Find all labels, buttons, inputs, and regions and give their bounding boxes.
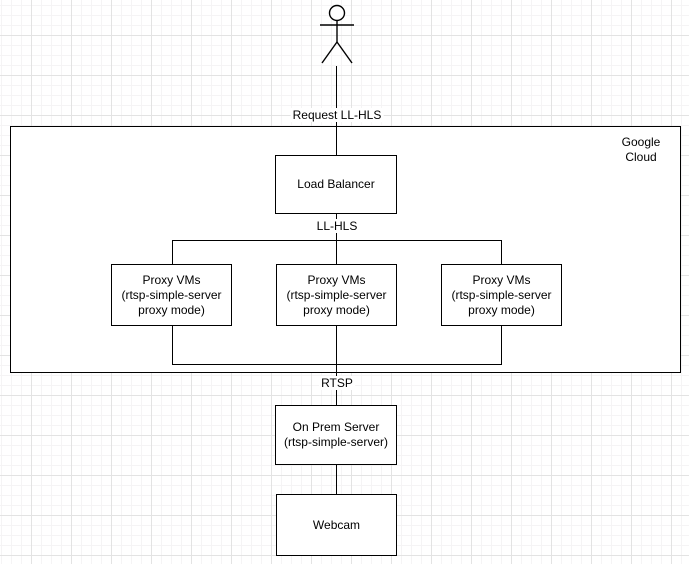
load-balancer-node[interactable]: Load Balancer [275, 155, 397, 214]
proxy-vms-node-3[interactable]: Proxy VMs (rtsp-simple-server proxy mode… [441, 264, 562, 326]
edge-label-rtsp: RTSP [319, 376, 355, 390]
proxy-vms-node-1[interactable]: Proxy VMs (rtsp-simple-server proxy mode… [111, 264, 232, 326]
connector-fanout-top [172, 240, 502, 241]
connector-load-balancer-to-proxies [336, 214, 337, 264]
actor-icon[interactable] [314, 2, 360, 66]
proxy-vms-node-2[interactable]: Proxy VMs (rtsp-simple-server proxy mode… [276, 264, 397, 326]
webcam-node[interactable]: Webcam [276, 494, 397, 556]
edge-label-request-ll-hls: Request LL-HLS [290, 108, 384, 122]
connector-fanin-bottom [172, 364, 502, 365]
google-cloud-label: Google Cloud [621, 135, 661, 164]
connector-proxies-to-on-prem [336, 326, 337, 405]
connector-proxy-1-down [172, 326, 173, 364]
edge-label-ll-hls: LL-HLS [314, 219, 360, 233]
connector-top-to-proxy-3 [501, 240, 502, 264]
connector-on-prem-to-webcam [336, 465, 337, 494]
on-prem-server-node[interactable]: On Prem Server (rtsp-simple-server) [275, 405, 397, 465]
connector-proxy-3-down [501, 326, 502, 364]
connector-top-to-proxy-1 [172, 240, 173, 264]
